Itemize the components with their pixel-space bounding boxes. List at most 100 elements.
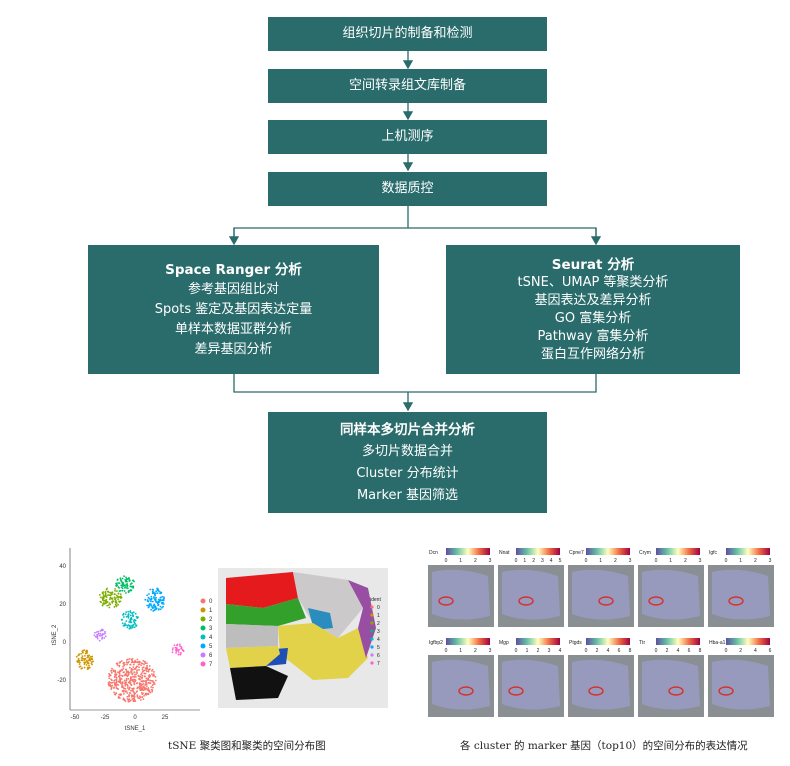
tsne-point (132, 623, 135, 626)
spatial-legend-label: 7 (377, 661, 380, 667)
tsne-point (144, 662, 147, 665)
tsne-point (126, 698, 129, 700)
color-scale-bar (656, 638, 700, 645)
scale-tick: 2 (596, 648, 599, 654)
tsne-point (91, 658, 94, 661)
tsne-point (108, 677, 111, 680)
tsne-point (134, 668, 137, 670)
tsne-point (125, 690, 128, 693)
tsne-point (151, 600, 154, 603)
tsne-point (104, 635, 107, 638)
tsne-point (135, 682, 138, 685)
scale-tick: 2 (614, 558, 617, 564)
tsne-point (143, 675, 146, 678)
step2-label: 空间转录组文库制备 (348, 78, 466, 93)
tsne-point (79, 665, 82, 668)
color-scale-bar (516, 548, 560, 555)
tsne-point (132, 675, 134, 678)
tsne-point (115, 602, 118, 605)
tsne-point (153, 671, 155, 673)
legend-swatch (200, 607, 206, 613)
tsne-point (153, 604, 156, 607)
tsne-point (129, 676, 132, 678)
tsne-point (105, 598, 108, 601)
tsne-point (95, 631, 98, 633)
expression-hotspot (518, 596, 534, 606)
tsne-point (129, 624, 132, 627)
tsne-point (142, 686, 145, 688)
tsne-point (111, 600, 114, 603)
tsne-point (154, 675, 157, 678)
tsne-point (118, 661, 121, 664)
tsne-point (84, 651, 87, 653)
tsne-point (150, 604, 152, 607)
scale-tick: 1 (459, 648, 462, 654)
tsne-point (126, 580, 128, 583)
gene-name: Igfbp2 (429, 640, 443, 646)
scale-tick: 4 (677, 648, 680, 654)
scale-tick: 8 (699, 648, 702, 654)
scale-tick: 1 (526, 648, 529, 654)
expression-hotspot (718, 686, 734, 696)
tsne-point (115, 585, 118, 587)
tsne-point (116, 595, 119, 598)
tsne-point (131, 698, 134, 701)
tsne-point (154, 679, 157, 682)
tsne-point (138, 675, 140, 678)
tsne-point (92, 660, 95, 663)
tsne-point (107, 594, 109, 597)
tsne-point (110, 671, 113, 674)
tsne-point (129, 610, 132, 612)
tsne-point (85, 659, 88, 662)
tsne-point (147, 677, 150, 680)
tsne-point (117, 684, 120, 686)
tsne-point (148, 665, 151, 667)
tissue-outline (642, 569, 700, 620)
tsne-point (149, 682, 152, 684)
merge-item: Cluster 分布统计 (356, 465, 459, 481)
x-axis-label: tSNE_1 (125, 726, 146, 732)
tsne-point (129, 699, 132, 702)
tsne-point (118, 681, 121, 684)
tsne-point (135, 691, 138, 693)
scale-tick: 0 (725, 558, 728, 564)
tsne-point (118, 676, 121, 679)
legend-swatch (200, 625, 206, 631)
scale-tick: 8 (629, 648, 632, 654)
tsne-point (139, 676, 142, 678)
tsne-point (142, 698, 145, 701)
tsne-point (155, 608, 158, 611)
tsne-point (136, 669, 138, 672)
right-figure-caption: 各 cluster 的 marker 基因（top10）的空间分布的表达情况 (460, 740, 748, 752)
tsne-point (153, 597, 155, 599)
spatial-legend-label: 0 (377, 605, 380, 611)
tsne-point (133, 691, 136, 694)
tsne-point (144, 683, 147, 686)
tsne-point (123, 623, 126, 626)
x-tick: 0 (133, 715, 137, 721)
x-tick: -25 (101, 715, 110, 721)
tsne-point (135, 665, 138, 668)
scale-tick: 0 (655, 648, 658, 654)
tsne-point (157, 603, 160, 606)
tsne-point (135, 675, 137, 678)
tsne-point (80, 667, 83, 670)
tsne-point (113, 681, 116, 684)
tsne-point (114, 589, 116, 592)
step-quality-control: 数据质控 (268, 172, 547, 206)
tsne-point (122, 698, 125, 701)
tsne-point (128, 680, 131, 683)
tsne-point (78, 653, 81, 656)
tsne-point (104, 630, 106, 633)
tsne-point (95, 635, 97, 638)
tsne-point (100, 601, 103, 604)
legend-swatch (200, 634, 206, 640)
scale-tick: 3 (541, 558, 544, 564)
tsne-point (150, 686, 153, 688)
tsne-point (131, 624, 133, 627)
tsne-point (115, 683, 118, 686)
tsne-point (126, 695, 129, 698)
tsne-point (88, 659, 90, 662)
